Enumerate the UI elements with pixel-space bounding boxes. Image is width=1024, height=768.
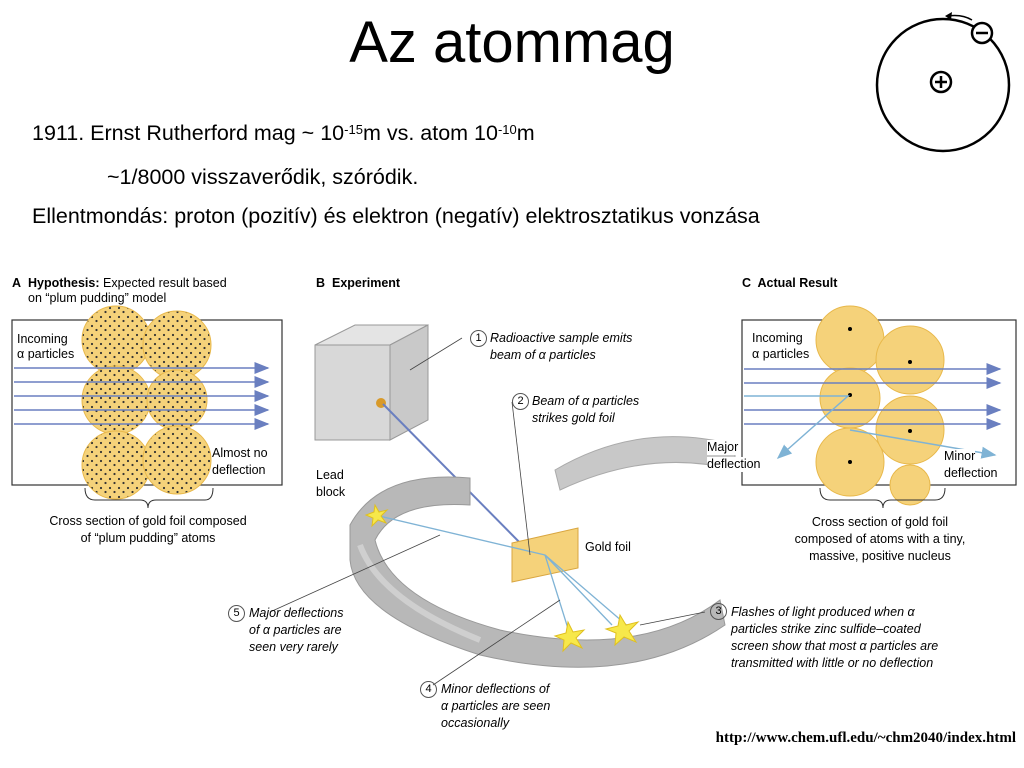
lead-label-1: Lead: [316, 468, 344, 482]
step-2-line-2: strikes gold foil: [532, 411, 615, 425]
panel-a-heading-2: on “plum pudding” model: [28, 291, 167, 305]
panel-a-almost-1: Almost no: [212, 446, 268, 461]
step-5-line-3: seen very rarely: [249, 640, 338, 654]
major-deflection-1: Major: [707, 440, 739, 455]
panel-a-almost-2: deflection: [212, 463, 266, 478]
step-3-line-4: transmitted with little or no deflection: [731, 656, 934, 670]
step-3-line-2: particles strike zinc sulfide–coated: [731, 622, 921, 636]
line1-part1: 1911. Ernst Rutherford mag ~ 10: [32, 121, 345, 145]
panel-c-caption-3: massive, positive nucleus: [809, 549, 951, 563]
step-4-number: 4: [420, 681, 437, 698]
panel-b-letter: B: [316, 276, 326, 290]
step-1-line-1: Radioactive sample emits: [490, 331, 633, 345]
step-5-number: 5: [228, 605, 245, 622]
panel-a-caption-2: of “plum pudding” atoms: [80, 531, 216, 545]
source-url: http://www.chem.ufl.edu/~chm2040/index.h…: [715, 730, 1016, 746]
panel-a-heading: A Hypothesis: Expected result based: [12, 276, 227, 291]
contradiction-line: Ellentmondás: proton (pozitív) és elektr…: [32, 204, 760, 228]
panel-c-heading-text: Actual Result: [757, 276, 838, 290]
panel-b-heading-text: Experiment: [331, 276, 401, 290]
line1-part2: m vs. atom 10: [362, 121, 498, 145]
panel-c-incoming-1: Incoming: [752, 331, 803, 346]
line1-part3: m: [516, 121, 535, 145]
step-4-line-1: Minor deflections of: [441, 682, 550, 696]
panel-a-caption-1: Cross section of gold foil composed: [49, 514, 247, 528]
lead-label-2: block: [316, 485, 346, 499]
step-2-number: 2: [512, 393, 529, 410]
step-1-number: 1: [470, 330, 487, 347]
step-3-number: 3: [710, 603, 727, 620]
panel-a-heading-rest: Expected result based: [103, 276, 227, 290]
step-4-line-3: occasionally: [441, 716, 510, 730]
step-4-line-2: α particles are seen: [441, 699, 551, 713]
panel-a-incoming-1: Incoming: [17, 332, 68, 347]
gold-foil-label: Gold foil: [585, 540, 631, 554]
step-3-line-1: Flashes of light produced when α: [731, 605, 915, 619]
step-2-line-1: Beam of α particles: [532, 394, 640, 408]
step-1-line-2: beam of α particles: [490, 348, 596, 362]
line1-exp1: -15: [344, 122, 363, 137]
rutherford-line: 1911. Ernst Rutherford mag ~ 10-15m vs. …: [32, 120, 535, 146]
panel-c-letter: C: [742, 276, 752, 290]
panel-b-heading: B Experiment: [316, 276, 400, 291]
panel-a-incoming-2: α particles: [17, 347, 75, 362]
panel-c-heading: C Actual Result: [742, 276, 837, 291]
panel-c-incoming-2: α particles: [752, 347, 810, 362]
minor-deflection-2: deflection: [944, 466, 998, 481]
panel-c-caption-2: composed of atoms with a tiny,: [794, 532, 966, 546]
step-5-line-2: of α particles are: [249, 623, 342, 637]
line1-exp2: -10: [497, 122, 517, 137]
panel-a-letter: A: [12, 276, 22, 290]
step-3-line-3: screen show that most α particles are: [731, 639, 939, 653]
step-5-line-1: Major deflections: [249, 606, 344, 620]
panel-a-heading-bold: Hypothesis:: [27, 276, 100, 290]
panel-c-caption-1: Cross section of gold foil: [811, 515, 949, 529]
ratio-line: ~1/8000 visszaverődik, szóródik.: [107, 165, 419, 189]
major-deflection-2: deflection: [707, 457, 761, 472]
minor-deflection-1: Minor: [944, 449, 976, 464]
slide-title: Az atommag: [349, 10, 675, 75]
